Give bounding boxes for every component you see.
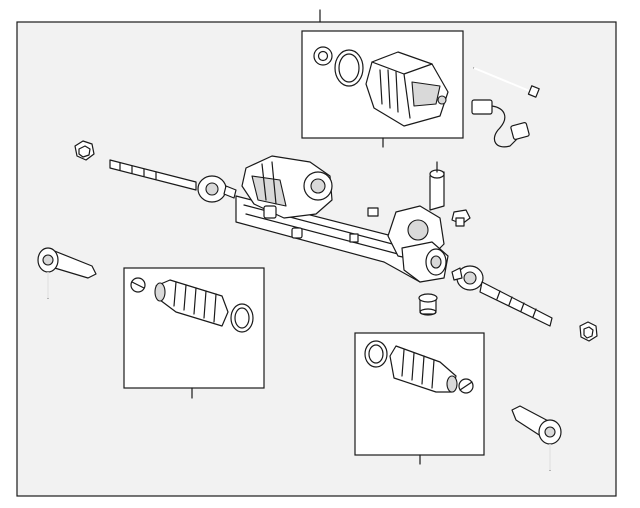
plug-icon [451,209,471,227]
inner-tie-rod-left [109,159,237,203]
motor-kit-box [301,30,540,148]
jam-nut-right [579,321,598,342]
motor-icon [365,51,449,127]
outer-tie-rod-left [37,247,97,299]
inner-tie-rod-right [451,265,553,327]
ring-icon-right [364,340,388,368]
seal-icon [313,46,333,66]
clamp-icon [130,277,146,293]
boot-icon [154,279,229,327]
jam-nut-left [74,140,95,161]
o-ring-icon [334,49,364,87]
steering-gear-icon [235,155,449,283]
outer-tie-rod-right [511,405,562,471]
bolt-icon [473,67,540,98]
bushing-icon [418,293,438,316]
left-boot-kit-box [123,267,265,399]
right-boot-kit-box [354,332,485,465]
ring-icon [230,303,254,333]
boot-icon-right [389,345,458,393]
connector-icon [471,99,530,148]
clamp-icon-right [458,378,474,394]
